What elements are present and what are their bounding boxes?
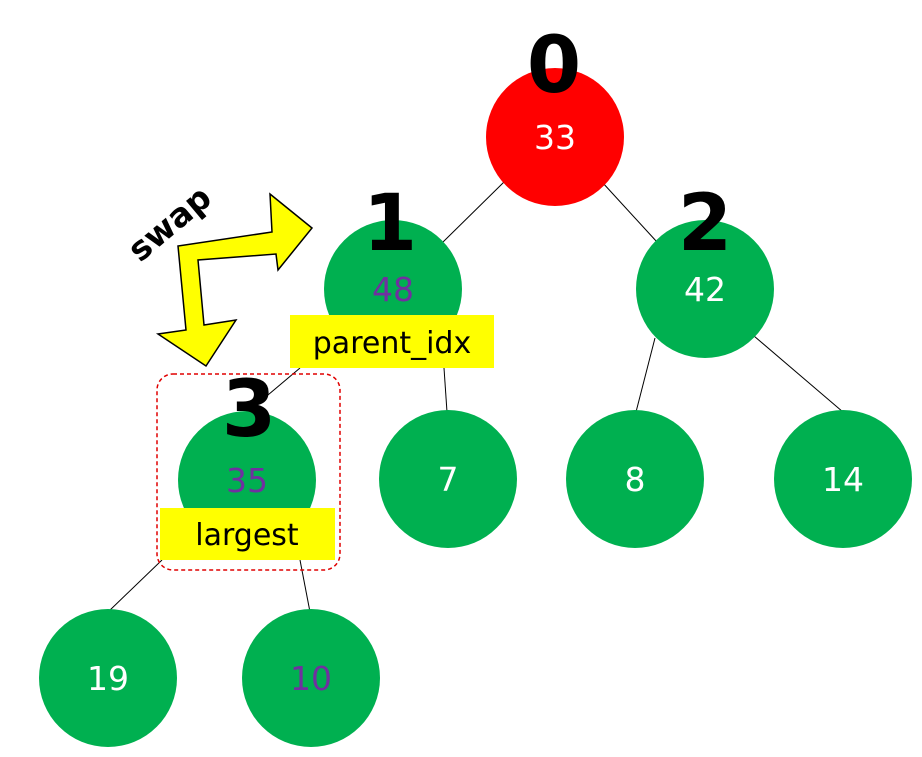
node-8-value: 10: [290, 659, 332, 698]
index-label-1: 1: [363, 179, 417, 269]
parent-idx-tag: parent_idx: [290, 315, 494, 368]
index-label-3: 3: [222, 365, 276, 455]
node-7-circle: [39, 609, 177, 747]
node-4-circle: [379, 410, 517, 548]
index-labels: 0 1 2 3: [222, 21, 732, 455]
node-5-value: 8: [625, 460, 646, 499]
largest-tag-text: largest: [195, 518, 299, 553]
edge-2-5: [635, 337, 656, 413]
node-0: 33: [486, 68, 624, 206]
tree-nodes: 33 48 42 35 7 8 14 19: [39, 68, 912, 747]
node-3-value: 35: [226, 461, 268, 500]
node-7: 19: [39, 609, 177, 747]
node-6-circle: [774, 410, 912, 548]
node-6-value: 14: [822, 460, 864, 499]
index-label-0: 0: [527, 21, 581, 111]
node-0-value: 33: [534, 118, 576, 157]
parent-idx-tag-bg: [290, 315, 494, 368]
node-1-value: 48: [372, 270, 414, 309]
double-bend-arrow-icon: [155, 192, 314, 368]
node-4: 7: [379, 410, 517, 548]
edge-0-2: [601, 181, 658, 243]
node-2-circle: [636, 220, 774, 358]
edge-3-8: [299, 559, 311, 613]
parent-idx-tag-text: parent_idx: [313, 326, 471, 361]
edge-2-6: [753, 335, 844, 413]
edge-1-4: [443, 367, 448, 413]
node-8-circle: [242, 609, 380, 747]
node-4-value: 7: [438, 460, 459, 499]
edge-0-1: [442, 181, 505, 243]
node-8: 10: [242, 609, 380, 747]
largest-tag: largest: [160, 508, 335, 560]
node-7-value: 19: [87, 659, 129, 698]
node-5-circle: [566, 410, 704, 548]
edge-3-7: [107, 559, 163, 613]
node-2: 42: [636, 220, 774, 358]
node-0-circle: [486, 68, 624, 206]
node-6: 14: [774, 410, 912, 548]
index-label-2: 2: [678, 179, 732, 269]
node-5: 8: [566, 410, 704, 548]
largest-tag-bg: [160, 508, 335, 560]
node-2-value: 42: [684, 270, 726, 309]
